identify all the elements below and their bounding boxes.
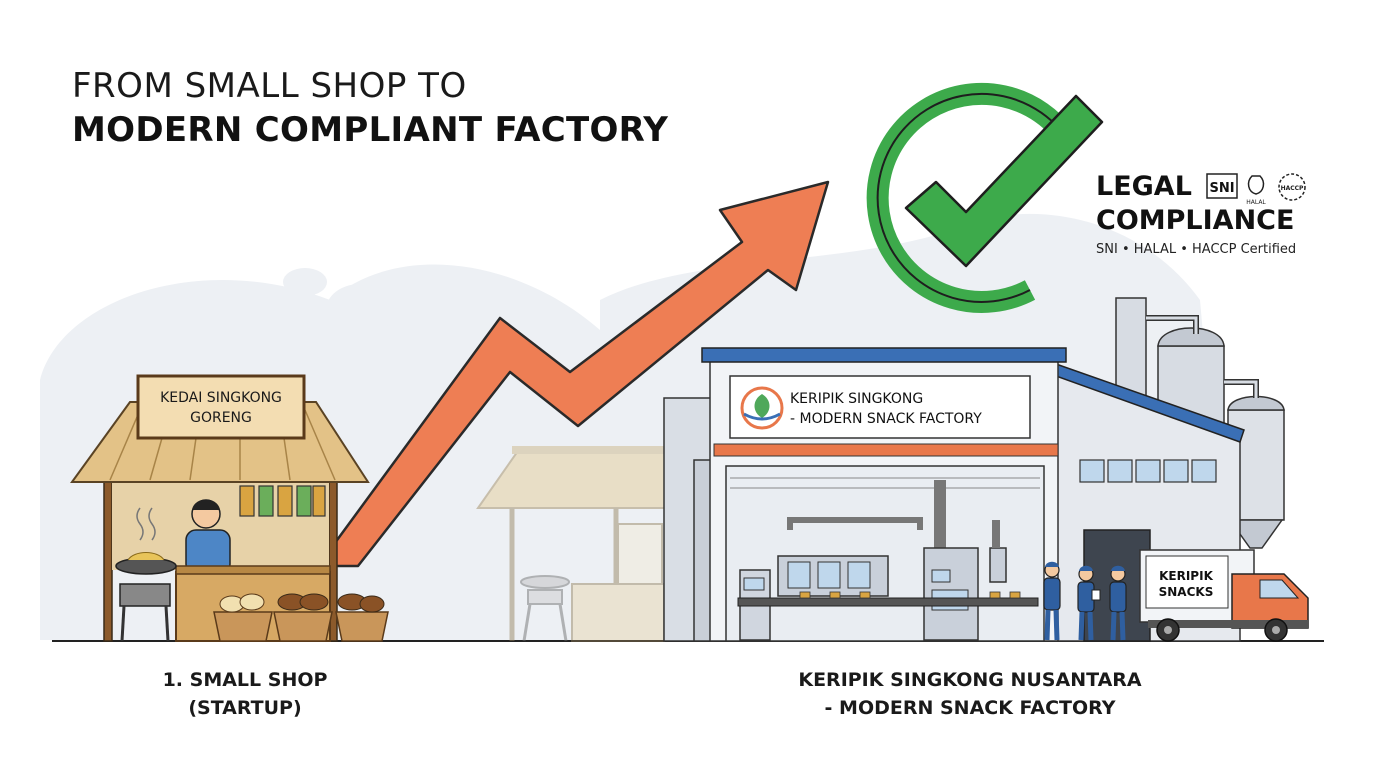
delivery-truck-icon: KERIPIK SNACKS: [1139, 549, 1309, 642]
shop-caption-line2: (STARTUP): [188, 697, 302, 719]
wok-stove-icon: [115, 507, 177, 642]
sni-logo-icon: SNI: [1206, 173, 1238, 199]
shop-caption-line1: 1. SMALL SHOP: [162, 669, 328, 691]
compliance-title: LEGAL COMPLIANCE: [1096, 170, 1294, 238]
compliance-title-line2: COMPLIANCE: [1096, 205, 1295, 236]
title-line1: FROM SMALL SHOP TO: [72, 66, 467, 106]
shop-sign-line1: KEDAI SINGKONG: [160, 390, 282, 406]
halal-logo-icon: HALAL: [1246, 175, 1266, 206]
factory-caption-line2: - MODERN SNACK FACTORY: [824, 697, 1116, 719]
shop-caption: 1. SMALL SHOP (STARTUP): [100, 666, 390, 722]
compliance-subtitle: SNI • HALAL • HACCP Certified: [1096, 242, 1297, 257]
haccp-logo-text: HACCP: [1281, 185, 1304, 192]
warehouse-windows: [1079, 459, 1217, 483]
small-shop: KEDAI SINGKONG GORENG: [70, 374, 389, 642]
factory-sign-line1: KERIPIK SINGKONG: [790, 391, 923, 407]
check-icon: [866, 82, 1104, 313]
vendor-icon: [185, 499, 231, 575]
factory-sign-line2: - MODERN SNACK FACTORY: [790, 411, 982, 427]
factory-caption: KERIPIK SINGKONG NUSANTARA - MODERN SNAC…: [740, 666, 1200, 722]
hanging-snacks-icon: [239, 485, 326, 517]
truck-label-line2: SNACKS: [1159, 585, 1214, 599]
workers-icon: [1043, 561, 1127, 641]
factory: KERIPIK SINGKONG - MODERN SNACK FACTORY: [663, 297, 1309, 642]
faded-hut: [476, 446, 678, 642]
haccp-logo-icon: HACCP: [1278, 173, 1306, 201]
sni-logo-text: SNI: [1209, 181, 1234, 196]
title-line2: MODERN COMPLIANT FACTORY: [72, 110, 669, 150]
factory-logo-icon: [740, 386, 784, 430]
shop-sign-line2: GORENG: [190, 410, 252, 426]
production-line-icon: [737, 480, 1039, 641]
factory-caption-line1: KERIPIK SINGKONG NUSANTARA: [798, 669, 1142, 691]
truck-label-line1: KERIPIK: [1159, 569, 1213, 583]
growth-arrow: [316, 180, 830, 568]
halal-logo-text: HALAL: [1246, 199, 1266, 206]
cassava-baskets-icon: [213, 593, 389, 642]
compliance-title-line1: LEGAL: [1096, 171, 1192, 202]
